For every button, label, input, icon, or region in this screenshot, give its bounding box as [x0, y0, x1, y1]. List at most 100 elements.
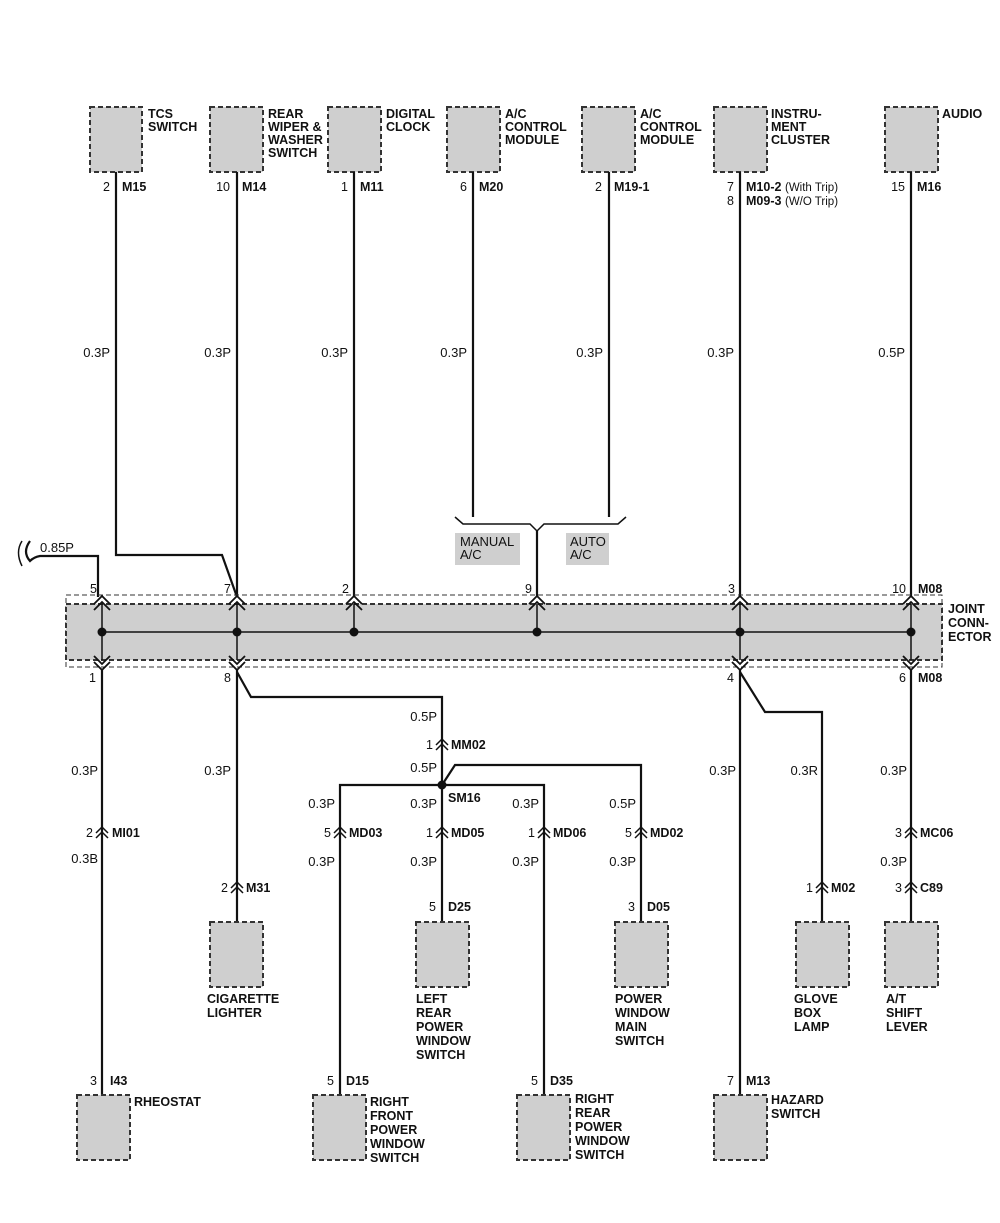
pin-label: 1: [341, 180, 348, 194]
pin-label: 6: [460, 180, 467, 194]
pin-label: 5: [429, 900, 436, 914]
wire-gauge-label: 0.3P: [321, 345, 348, 360]
connector-label: MD05: [451, 826, 484, 840]
wire-glove-box: [739, 671, 824, 922]
wire-gauge-label: 0.3P: [609, 854, 636, 869]
pin-label: 2: [595, 180, 602, 194]
terminal-chevron: [528, 594, 546, 611]
pin-label: 2: [221, 881, 228, 895]
wire-gauge-label: 0.3P: [880, 854, 907, 869]
wire-gauge-label: 0.3P: [512, 854, 539, 869]
terminal-chevron: [228, 594, 246, 611]
rheostat-label: RHEOSTAT: [134, 1095, 201, 1109]
pin-label: 8: [727, 194, 734, 208]
wire-gauge-label: 0.3P: [308, 796, 335, 811]
wire-gauge-label: 0.85P: [40, 540, 74, 555]
connector-label: I43: [110, 1074, 127, 1088]
connector-label: M20: [479, 180, 503, 194]
joint-connector-id-bottom: M08: [918, 671, 942, 685]
connector-note: (W/O Trip): [785, 196, 838, 208]
digital-clock-box: [327, 106, 382, 173]
pin-label: 10: [216, 180, 230, 194]
joint-pin-top: 2: [342, 582, 349, 596]
connector-label: D05: [647, 900, 670, 914]
wire-feed-break: [17, 540, 23, 567]
wire-gauge-label: 0.3P: [512, 796, 539, 811]
inline-connector-icon: [904, 825, 918, 839]
wire-gauge-label: 0.3P: [880, 763, 907, 778]
hazard-switch-box: [713, 1094, 768, 1161]
connector-label: M09-3: [746, 194, 781, 208]
pin-label: 3: [628, 900, 635, 914]
pin-label: 15: [891, 180, 905, 194]
pin-label: 5: [531, 1074, 538, 1088]
wire-gauge-label: 0.3P: [707, 345, 734, 360]
wire-gauge-label: 0.3P: [440, 345, 467, 360]
connector-label: MD06: [553, 826, 586, 840]
wire-gauge-label: 0.5P: [410, 709, 437, 724]
connector-label: M19-1: [614, 180, 649, 194]
wire-gauge-label: 0.3P: [71, 763, 98, 778]
wire-gauge-label: 0.3P: [308, 854, 335, 869]
wire-splice-bar-mid: [442, 783, 546, 1095]
wire-gauge-label: 0.5P: [609, 796, 636, 811]
wire-gauge-label: 0.3P: [576, 345, 603, 360]
inline-connector-icon: [230, 880, 244, 894]
wire-gauge-label: 0.3P: [204, 763, 231, 778]
inline-connector-icon: [435, 737, 449, 751]
ac-auto-module-box: [581, 106, 636, 173]
connector-label: MC06: [920, 826, 953, 840]
pin-label: 2: [103, 180, 110, 194]
pin-label: 1: [806, 881, 813, 895]
connector-label: M14: [242, 180, 266, 194]
cigarette-lighter-box: [209, 921, 264, 988]
inline-connector-icon: [333, 825, 347, 839]
pin-label: 1: [426, 826, 433, 840]
joint-pin-bottom: 6: [899, 671, 906, 685]
connector-label: M11: [360, 180, 384, 194]
pin-label: 3: [895, 826, 902, 840]
inline-connector-icon: [537, 825, 551, 839]
connector-label: D15: [346, 1074, 369, 1088]
wire-tcs: [114, 172, 239, 598]
wire-splice-bar-left: [338, 783, 442, 1095]
wire-gauge-label: 0.5P: [878, 345, 905, 360]
pin-label: 7: [727, 1074, 734, 1088]
terminal-chevron: [93, 594, 111, 611]
inline-connector-icon: [904, 880, 918, 894]
inline-connector-icon: [435, 825, 449, 839]
connector-label: M13: [746, 1074, 770, 1088]
connector-label: D35: [550, 1074, 573, 1088]
wire-gauge-label: 0.3P: [204, 345, 231, 360]
wire-gauge-label: 0.5P: [410, 760, 437, 775]
at-shift-lever-box: [884, 921, 939, 988]
tcs-switch-box: [89, 106, 143, 173]
audio-label: AUDIO: [942, 107, 983, 121]
joint-pin-top: 10: [892, 582, 906, 596]
joint-pin-top: 9: [525, 582, 532, 596]
left-rear-window-switch-box: [415, 921, 470, 988]
joint-drops: [101, 604, 912, 660]
joint-pin-bottom: 1: [89, 671, 96, 685]
splice-label: SM16: [448, 791, 481, 805]
connector-label: M02: [831, 881, 855, 895]
connector-label: M15: [122, 180, 146, 194]
pin-label: 7: [727, 180, 734, 194]
connector-label: C89: [920, 881, 943, 895]
pin-label: 2: [86, 826, 93, 840]
right-front-window-switch-box: [312, 1094, 367, 1161]
